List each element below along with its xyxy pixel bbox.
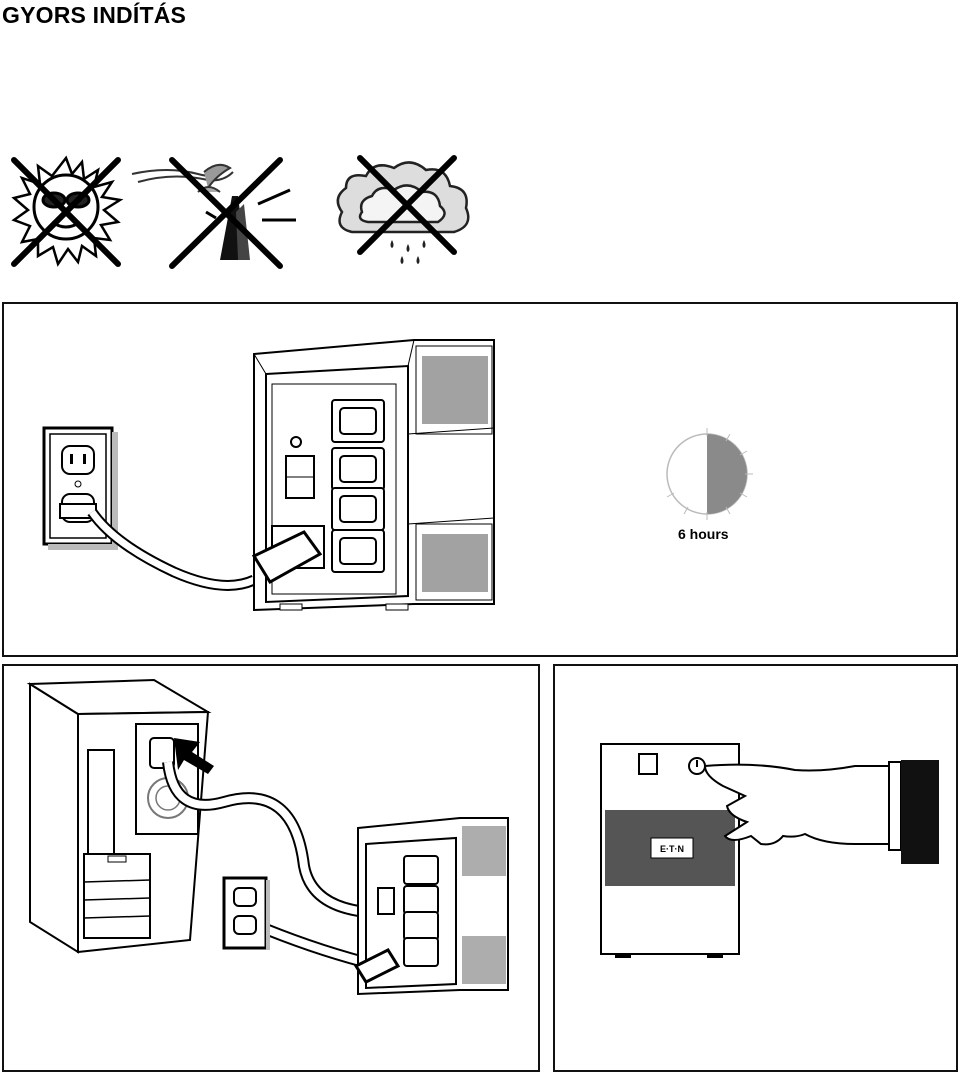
no-sun-icon	[8, 152, 126, 270]
ups-wall-illustration	[42, 339, 753, 612]
power-button-illustration: E·T·N	[600, 743, 939, 958]
computer-tower	[26, 678, 212, 954]
ups-front-view	[600, 743, 740, 958]
no-rain-icon	[332, 152, 477, 270]
charge-time-label: 6 hours	[678, 526, 729, 542]
no-fire-icon	[128, 152, 303, 270]
step-power-on-panel: E·T·N	[553, 664, 958, 1072]
wall-outlet	[222, 876, 270, 950]
ups-rear-view	[251, 339, 495, 612]
step-charge-panel: 6 hours	[2, 302, 958, 657]
page-title: GYORS INDÍTÁS	[2, 2, 187, 28]
ups-rear-view	[353, 817, 509, 996]
computer-connection-illustration	[26, 678, 509, 996]
step-connect-equipment-panel	[2, 664, 540, 1072]
arrow-icon	[174, 738, 214, 774]
charge-clock-icon	[666, 428, 753, 520]
pointing-hand	[703, 760, 939, 864]
eaton-logo: E·T·N	[660, 844, 684, 854]
